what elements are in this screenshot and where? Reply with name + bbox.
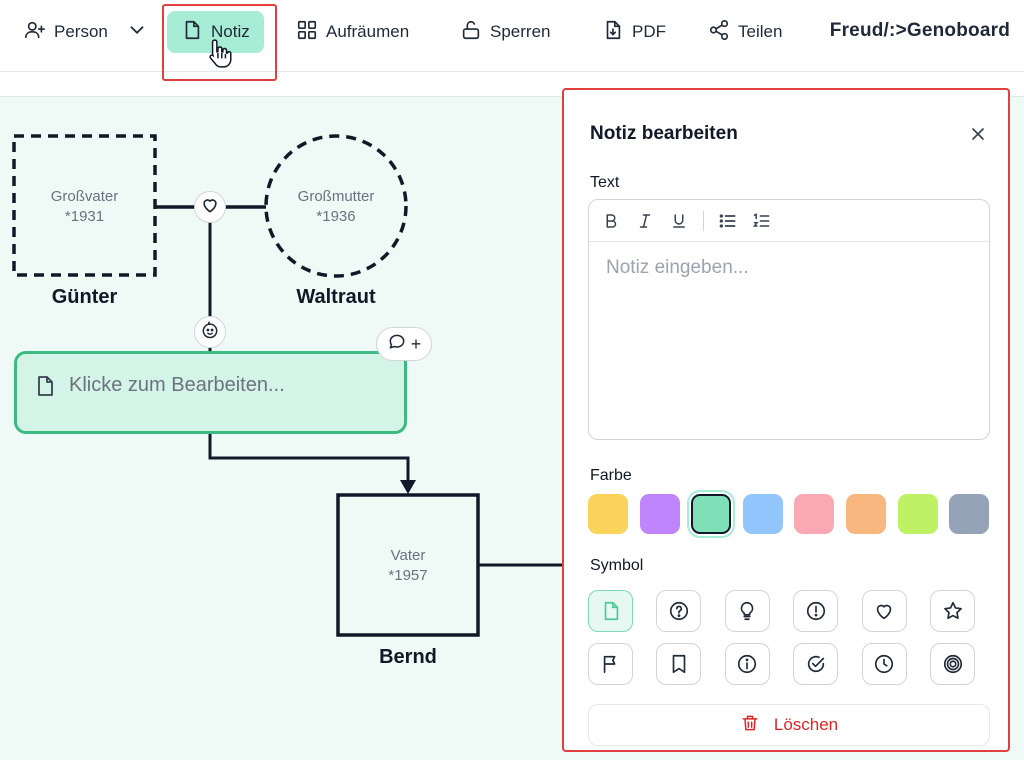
lock-label: Sperren [490,22,551,41]
father-label[interactable]: Vater *1957 [338,546,478,586]
share-button[interactable]: Teilen [708,12,782,52]
note-icon [33,374,57,403]
note-text-input[interactable] [589,243,989,439]
pdf-button[interactable]: PDF [602,12,666,52]
color-swatch-4[interactable] [742,494,783,534]
father-role: Vater [390,547,426,564]
symbol-question-button[interactable] [656,590,702,632]
symbol-clock-button[interactable] [861,643,907,685]
symbol-heart-button[interactable] [861,590,907,632]
symbol-target-button[interactable] [930,643,975,685]
symbol-lightbulb-button[interactable] [724,590,770,632]
trash-icon [740,713,760,738]
grandmother-node-shape [264,134,408,278]
italic-button[interactable] [635,211,655,231]
pointer-cursor-icon [206,38,232,73]
pdf-label: PDF [632,22,666,41]
grandmother-name: Waltraut [296,286,376,308]
father-year: *1957 [388,567,428,584]
color-swatch-8[interactable] [949,494,990,534]
toolbar: Person Notiz Aufräumen Sperren PDF [0,0,1024,81]
star-icon [943,601,962,620]
info-icon [738,654,757,674]
speech-bubble-icon [387,332,407,357]
connector-arrow [400,480,416,494]
color-swatch-5[interactable] [794,494,835,534]
text-section-label: Text [590,174,620,191]
grandfather-label[interactable]: Großvater *1931 [14,187,155,227]
alert-icon [806,601,825,621]
symbol-bookmark-button[interactable] [656,643,702,685]
add-comment-plus: + [410,333,422,354]
grandmother-year: *1936 [316,208,356,225]
toolbar-divider [703,210,704,231]
color-swatch-3[interactable] [691,494,732,534]
add-child-button[interactable] [194,316,226,348]
symbol-info-button[interactable] [724,643,770,685]
editor-toolbar [589,200,989,242]
father-name: Bernd [379,646,437,668]
numbered-list-button[interactable] [752,211,772,231]
grid-icon [296,19,318,46]
check-icon [807,655,824,673]
color-section-label: Farbe [590,467,632,484]
chevron-down-icon [126,19,148,46]
relationship-heart-button[interactable] [194,191,226,223]
close-icon [968,124,988,149]
note-icon [181,19,203,46]
clock-icon [875,654,894,674]
grandmother-label[interactable]: Großmutter *1936 [266,187,406,227]
add-comment-button[interactable]: + [376,327,432,361]
delete-button[interactable]: Löschen [588,704,990,746]
note-button-label: Notiz [211,22,250,41]
grandfather-name: Günter [51,286,118,308]
symbol-alert-button[interactable] [793,590,839,632]
panel-title: Notiz bearbeiten [590,123,738,144]
color-swatch-6[interactable] [846,494,886,534]
heart-icon [200,195,220,220]
share-icon [708,19,730,46]
color-swatch-1[interactable] [588,494,628,534]
flag-icon [603,655,615,674]
symbol-section-label: Symbol [590,557,644,574]
grandfather-role: Großvater [50,188,119,205]
grandmother-role: Großmutter [297,188,375,205]
color-swatch-7[interactable] [897,494,938,534]
add-person-icon [24,19,46,46]
lock-button[interactable]: Sperren [460,12,550,52]
grandfather-year: *1931 [64,208,105,225]
note-icon [604,601,618,621]
heart-icon [876,604,892,620]
underline-button[interactable] [669,211,689,231]
note-edit-panel-highlight: Notiz bearbeiten Text [562,88,1010,752]
download-file-icon [602,19,624,46]
brand-logo: Freud/:>Genoboard [829,20,1010,41]
unlock-icon [460,19,482,46]
bullet-list-button[interactable] [718,211,738,231]
delete-button-label: Löschen [773,715,839,734]
note-edit-panel: Notiz bearbeiten Text [568,98,1006,748]
close-button[interactable] [966,124,990,148]
target-icon [943,654,962,674]
symbol-check-button[interactable] [793,643,839,685]
lightbulb-icon [740,601,754,621]
share-label: Teilen [738,22,783,41]
symbol-flag-button[interactable] [588,643,633,685]
note-card[interactable]: Klicke zum Bearbeiten... [14,351,407,434]
note-card-placeholder: Klicke zum Bearbeiten... [69,374,285,396]
cleanup-label: Aufräumen [326,22,410,41]
bookmark-icon [672,654,686,674]
color-swatch-2[interactable] [639,494,680,534]
person-menu-label: Person [54,22,108,41]
baby-face-icon [200,320,220,345]
person-menu-button[interactable]: Person [24,12,148,52]
cleanup-button[interactable]: Aufräumen [296,12,409,52]
symbol-note-button[interactable] [588,590,633,632]
symbol-star-button[interactable] [930,590,975,632]
note-connector-line [208,434,410,482]
bold-button[interactable] [601,211,621,231]
rich-text-editor [588,199,990,440]
question-icon [669,601,688,621]
